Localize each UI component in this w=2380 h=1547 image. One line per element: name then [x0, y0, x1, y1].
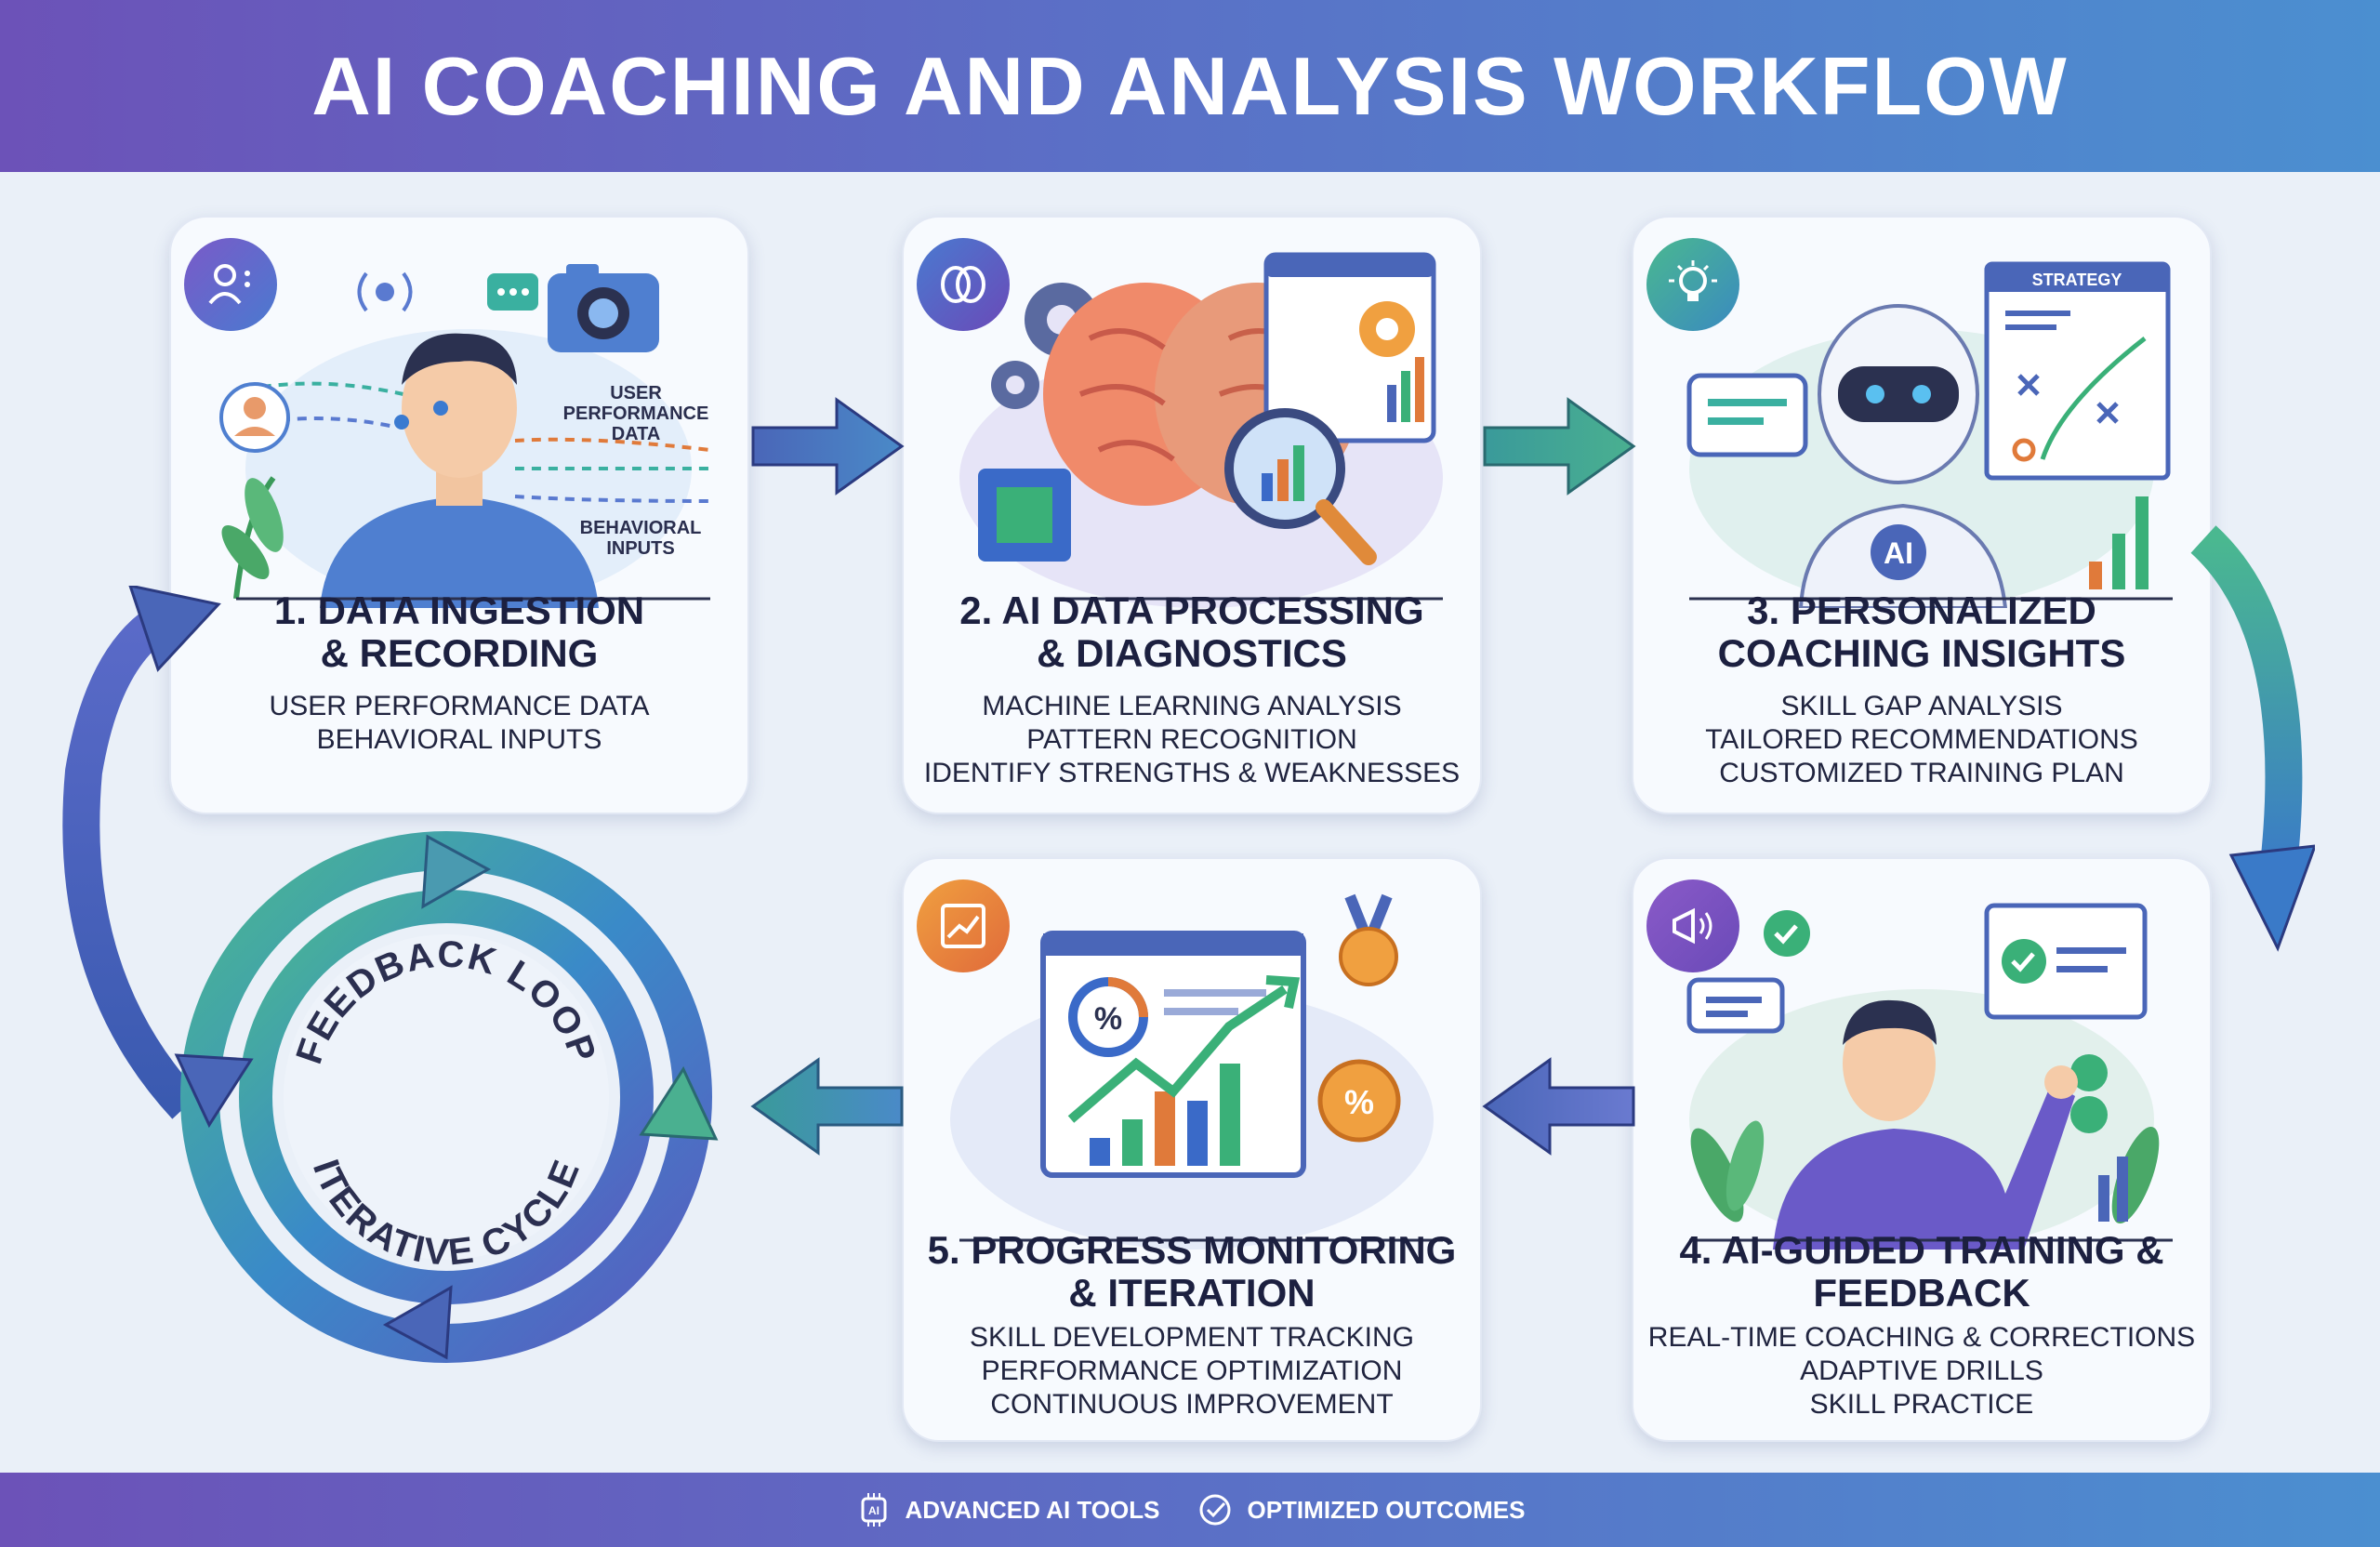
illus-label-data: DATA [612, 424, 661, 444]
step-4-title-line1: 4. AI-GUIDED TRAINING & [1679, 1228, 2164, 1272]
arrow-step2-to-step3 [1483, 397, 1636, 496]
footer-item-label: OPTIMIZED OUTCOMES [1247, 1495, 1526, 1524]
step-5-details: SKILL DEVELOPMENT TRACKING PERFORMANCE O… [913, 1321, 1471, 1421]
step-5-title: 5. PROGRESS MONITORING & ITERATION [913, 1229, 1471, 1315]
step-5-detail: SKILL DEVELOPMENT TRACKING [970, 1322, 1414, 1353]
step-2-title-line1: 2. AI DATA PROCESSING [959, 588, 1424, 632]
step-1-title-line2: & RECORDING [320, 631, 599, 675]
step-3-detail: TAILORED RECOMMENDATIONS [1705, 724, 2138, 755]
step-3-title-line1: 3. PERSONALIZED [1747, 588, 2096, 632]
step-4-detail: REAL-TIME COACHING & CORRECTIONS [1647, 1322, 2196, 1353]
ai-guided-training-illustration [1686, 903, 2173, 1250]
illus-label-inputs: INPUTS [606, 538, 674, 559]
step-4-detail: ADAPTIVE DRILLS [1800, 1355, 2043, 1386]
lightbulb-icon [1646, 238, 1739, 331]
curved-arrow-step3-to-step4 [2190, 525, 2315, 952]
arrow-step5-to-loop [750, 1057, 904, 1156]
step-1-detail: BEHAVIORAL INPUTS [316, 724, 602, 755]
step-2-title-line2: & DIAGNOSTICS [1037, 631, 1347, 675]
step-3-details: SKILL GAP ANALYSIS TAILORED RECOMMENDATI… [1643, 690, 2201, 790]
illus-label-user: USER [610, 383, 662, 403]
step-4-details: REAL-TIME COACHING & CORRECTIONS ADAPTIV… [1643, 1321, 2201, 1421]
feedback-loop-cycle: FEEDBACK LOOP ITERATIVE CYCLE [174, 831, 719, 1363]
step-2-details: MACHINE LEARNING ANALYSIS PATTERN RECOGN… [913, 690, 1471, 790]
ai-chip-icon: AI [861, 1493, 886, 1527]
illus-label-behavioral: BEHAVIORAL [580, 518, 702, 538]
step-4-detail: SKILL PRACTICE [1809, 1389, 2034, 1420]
footer-item-ai-tools: AI ADVANCED AI TOOLS [855, 1491, 1160, 1528]
arrow-step1-to-step2 [751, 397, 905, 496]
svg-text:AI: AI [868, 1504, 879, 1517]
step-3-detail: CUSTOMIZED TRAINING PLAN [1719, 758, 2124, 788]
robot-ai-label: AI [1884, 536, 1913, 570]
illus-label-performance: PERFORMANCE [563, 403, 709, 424]
step-4-title-line2: FEEDBACK [1813, 1271, 2030, 1315]
step-3-title-line2: COACHING INSIGHTS [1717, 631, 2126, 675]
step-5-title-line1: 5. PROGRESS MONITORING [927, 1228, 1457, 1272]
data-ingestion-illustration: USER PERFORMANCE DATA BEHAVIORAL INPUTS [219, 264, 711, 608]
step-card-4: 4. AI-GUIDED TRAINING & FEEDBACK REAL-TI… [1632, 857, 2212, 1442]
page-title: AI COACHING AND ANALYSIS WORKFLOW [311, 39, 2069, 132]
growth-chart-icon [917, 879, 1010, 972]
ai-processing-illustration [959, 252, 1443, 608]
badge-percent-label: % [1344, 1083, 1374, 1121]
step-3-title: 3. PERSONALIZED COACHING INSIGHTS [1643, 589, 2201, 675]
footer-bar: AI ADVANCED AI TOOLS OPTIMIZED OUTCOMES [0, 1473, 2380, 1547]
strategy-label: STRATEGY [2032, 271, 2122, 289]
step-2-detail: PATTERN RECOGNITION [1026, 724, 1357, 755]
step-2-title: 2. AI DATA PROCESSING & DIAGNOSTICS [913, 589, 1471, 675]
header-banner: AI COACHING AND ANALYSIS WORKFLOW [0, 0, 2380, 172]
percent-icon-label: % [1094, 1001, 1122, 1037]
step-card-3: AI STRATEGY 3. PERSONALIZED COACHING INS… [1632, 216, 2212, 814]
step-1-title: 1. DATA INGESTION & RECORDING [180, 589, 738, 675]
step-2-detail: IDENTIFY STRENGTHS & WEAKNESSES [923, 758, 1461, 788]
arrow-step4-to-step5 [1482, 1057, 1635, 1156]
step-1-title-line1: 1. DATA INGESTION [273, 588, 645, 632]
user-data-icon [184, 238, 277, 331]
megaphone-icon [1646, 879, 1739, 972]
progress-monitoring-illustration: % % [950, 893, 1443, 1250]
step-1-detail: USER PERFORMANCE DATA [269, 691, 650, 721]
coaching-insights-illustration: AI STRATEGY [1686, 261, 2173, 608]
step-2-detail: MACHINE LEARNING ANALYSIS [982, 691, 1402, 721]
step-3-detail: SKILL GAP ANALYSIS [1780, 691, 2063, 721]
step-5-detail: PERFORMANCE OPTIMIZATION [981, 1355, 1403, 1386]
step-card-1: USER PERFORMANCE DATA BEHAVIORAL INPUTS … [169, 216, 749, 814]
step-5-title-line2: & ITERATION [1068, 1271, 1316, 1315]
step-5-detail: CONTINUOUS IMPROVEMENT [990, 1389, 1394, 1420]
step-card-2: 2. AI DATA PROCESSING & DIAGNOSTICS MACH… [902, 216, 1482, 814]
check-circle-icon [1199, 1494, 1231, 1526]
footer-item-label: ADVANCED AI TOOLS [905, 1495, 1160, 1524]
footer-item-outcomes: OPTIMIZED OUTCOMES [1197, 1491, 1525, 1528]
step-card-5: % % 5. PROGRESS MONITORING & ITERATION S… [902, 857, 1482, 1442]
brain-icon [917, 238, 1010, 331]
step-4-title: 4. AI-GUIDED TRAINING & FEEDBACK [1643, 1229, 2201, 1315]
step-1-details: USER PERFORMANCE DATA BEHAVIORAL INPUTS [180, 690, 738, 757]
curved-arrow-loop-to-step1 [62, 586, 221, 1119]
